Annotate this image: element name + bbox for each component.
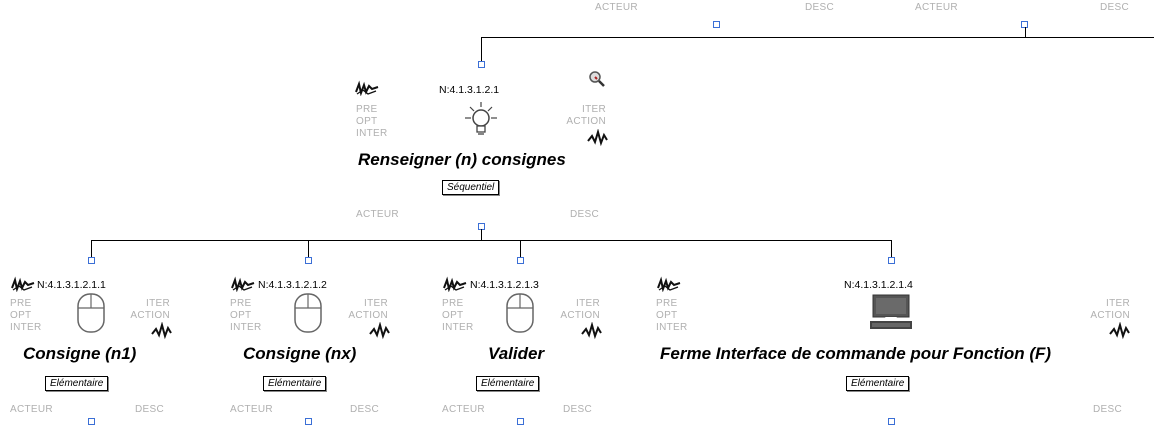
node-id: N:4.1.3.1.2.1.1	[37, 279, 106, 291]
node-id: N:4.1.3.1.2.1	[439, 84, 500, 96]
desc-label: DESC	[135, 404, 164, 415]
iter-label: ITER	[364, 298, 388, 309]
action-label: ACTION	[560, 310, 600, 321]
acteur-label: ACTEUR	[442, 404, 485, 415]
connector-port[interactable]	[478, 61, 485, 68]
pre-label: PRE	[10, 298, 32, 309]
condition-wave-icon	[657, 276, 681, 292]
node-type-badge: Elémentaire	[846, 376, 910, 391]
desc-label: DESC	[570, 209, 599, 220]
computer-icon	[870, 294, 912, 329]
mouse-icon	[77, 293, 105, 333]
pre-label: PRE	[230, 298, 252, 309]
acteur-label: ACTEUR	[356, 209, 399, 220]
iter-label: ITER	[582, 104, 606, 115]
mouse-icon	[294, 293, 322, 333]
connector-port[interactable]	[88, 257, 95, 264]
condition-wave-icon	[443, 276, 467, 292]
opt-label: OPT	[230, 310, 252, 321]
connector-line	[481, 229, 482, 240]
pre-label: PRE	[656, 298, 678, 309]
node-title: Consigne (n1)	[23, 344, 137, 363]
action-label: ACTION	[348, 310, 388, 321]
node-title: Renseigner (n) consignes	[358, 150, 566, 169]
inter-label: INTER	[10, 322, 42, 333]
iter-label: ITER	[576, 298, 600, 309]
node-title: Consigne (nx)	[243, 344, 357, 363]
connector-port[interactable]	[305, 257, 312, 264]
node-type-badge: Elémentaire	[476, 376, 540, 391]
effect-wave-icon	[587, 129, 608, 147]
connector-port[interactable]	[713, 21, 720, 28]
lightbulb-icon	[465, 102, 497, 135]
node-type-badge: Elémentaire	[263, 376, 327, 391]
condition-wave-icon	[11, 276, 35, 292]
node-type-badge: Séquentiel	[442, 180, 500, 195]
desc-label: DESC	[1093, 404, 1122, 415]
connector-port[interactable]	[517, 257, 524, 264]
connector-line	[308, 240, 309, 257]
acteur-label: ACTEUR	[10, 404, 53, 415]
iter-label: ITER	[146, 298, 170, 309]
effect-wave-icon	[581, 322, 602, 340]
magnifier-icon[interactable]	[588, 70, 606, 88]
node-id: N:4.1.3.1.2.1.2	[258, 279, 327, 291]
top-acteur-label-2: ACTEUR	[915, 2, 958, 13]
iter-label: ITER	[1106, 298, 1130, 309]
connector-line	[1025, 27, 1026, 38]
connector-line	[891, 240, 892, 257]
top-acteur-label-1: ACTEUR	[595, 2, 638, 13]
node-title: Ferme Interface de commande pour Fonctio…	[660, 344, 1052, 363]
connector-port[interactable]	[517, 418, 524, 425]
acteur-label: ACTEUR	[230, 404, 273, 415]
inter-label: INTER	[230, 322, 262, 333]
inter-label: INTER	[356, 128, 388, 139]
opt-label: OPT	[442, 310, 464, 321]
desc-label: DESC	[563, 404, 592, 415]
effect-wave-icon	[1109, 322, 1130, 340]
node-id: N:4.1.3.1.2.1.3	[470, 279, 539, 291]
top-desc-label-1: DESC	[805, 2, 834, 13]
node-type-badge: Elémentaire	[45, 376, 109, 391]
condition-wave-icon	[355, 80, 379, 96]
connector-line	[520, 240, 521, 257]
connector-port[interactable]	[888, 418, 895, 425]
pre-label: PRE	[356, 104, 378, 115]
inter-label: INTER	[656, 322, 688, 333]
connector-port[interactable]	[305, 418, 312, 425]
connector-line	[481, 37, 1154, 38]
top-desc-label-2: DESC	[1100, 2, 1129, 13]
opt-label: OPT	[10, 310, 32, 321]
effect-wave-icon	[151, 322, 172, 340]
desc-label: DESC	[350, 404, 379, 415]
connector-port[interactable]	[888, 257, 895, 264]
pre-label: PRE	[442, 298, 464, 309]
action-label: ACTION	[130, 310, 170, 321]
connector-port[interactable]	[88, 418, 95, 425]
connector-port[interactable]	[1021, 21, 1028, 28]
mouse-icon	[506, 293, 534, 333]
effect-wave-icon	[369, 322, 390, 340]
connector-line	[91, 240, 92, 257]
opt-label: OPT	[356, 116, 378, 127]
connector-line	[91, 240, 891, 241]
opt-label: OPT	[656, 310, 678, 321]
condition-wave-icon	[231, 276, 255, 292]
connector-line	[481, 37, 482, 62]
node-title: Valider	[488, 344, 545, 363]
action-label: ACTION	[566, 116, 606, 127]
node-id: N:4.1.3.1.2.1.4	[844, 279, 913, 291]
action-label: ACTION	[1090, 310, 1130, 321]
inter-label: INTER	[442, 322, 474, 333]
